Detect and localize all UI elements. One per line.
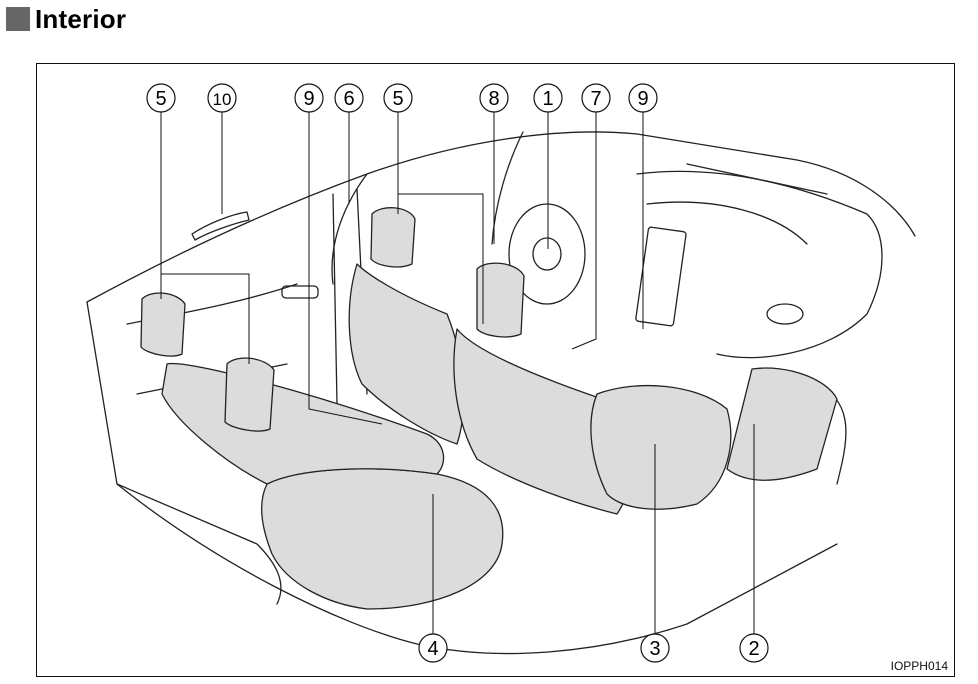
figure-code: IOPPH014 — [890, 659, 948, 673]
floor-line — [116, 483, 838, 655]
rear-seat-cushion — [260, 468, 504, 610]
svg-text:5: 5 — [392, 88, 403, 110]
roof-line — [86, 131, 916, 303]
driver-seat-back — [348, 263, 465, 445]
center-display — [635, 226, 687, 327]
svg-text:3: 3 — [649, 638, 660, 660]
svg-text:4: 4 — [427, 638, 438, 660]
svg-text:9: 9 — [637, 88, 648, 110]
callout-9-front: 9 — [628, 83, 658, 113]
callout-2-floor-mat: 2 — [739, 633, 769, 663]
svg-text:9: 9 — [303, 88, 314, 110]
left-door — [86, 301, 282, 605]
section-header: Interior — [6, 4, 126, 34]
callout-3-front-seat: 3 — [640, 633, 670, 663]
callout-7: 7 — [581, 83, 611, 113]
svg-text:7: 7 — [590, 88, 601, 110]
interior-illustration: 5 10 9 6 5 8 1 — [86, 83, 916, 663]
callout-8: 8 — [479, 83, 509, 113]
callout-5-front-headrests: 5 — [383, 83, 413, 113]
svg-text:10: 10 — [213, 90, 232, 109]
section-marker-icon — [6, 7, 30, 31]
svg-text:1: 1 — [542, 88, 553, 110]
svg-text:6: 6 — [343, 88, 354, 110]
svg-text:2: 2 — [748, 638, 759, 660]
dashboard-outline — [636, 170, 883, 359]
passenger-seat-back — [453, 328, 633, 515]
section-title: Interior — [35, 3, 127, 34]
callout-4-rear-seat: 4 — [418, 633, 448, 663]
rear-headrest-right — [224, 357, 275, 432]
steering-wheel — [508, 203, 586, 305]
driver-headrest — [370, 207, 416, 268]
callout-1-steering: 1 — [533, 83, 563, 113]
rear-headrest-left — [140, 292, 186, 357]
grab-handle — [191, 211, 250, 241]
passenger-headrest — [476, 262, 525, 338]
callout-10-grab-handle: 10 — [207, 83, 237, 113]
interior-figure: 5 10 9 6 5 8 1 — [36, 63, 955, 677]
callout-5-rear-headrests: 5 — [146, 83, 176, 113]
svg-text:8: 8 — [488, 88, 499, 110]
callout-9-rear: 9 — [294, 83, 324, 113]
callout-6: 6 — [334, 83, 364, 113]
floor-mat — [726, 367, 838, 481]
passenger-seat-cushion — [590, 385, 732, 510]
svg-text:5: 5 — [155, 88, 166, 110]
